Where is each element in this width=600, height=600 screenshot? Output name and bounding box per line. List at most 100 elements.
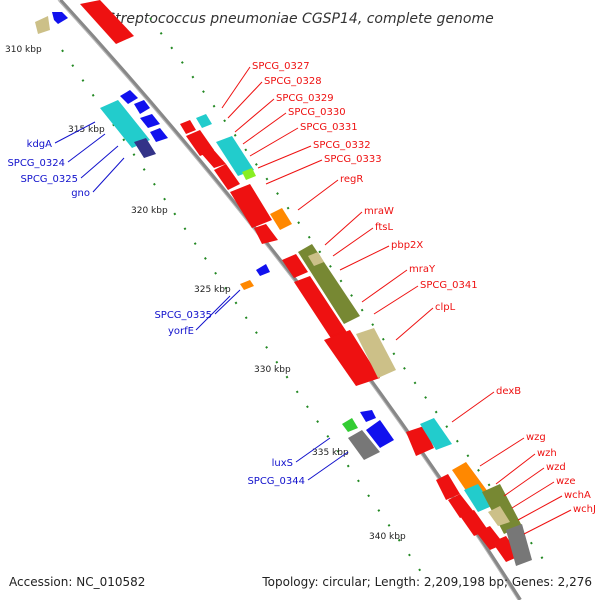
leader-line [54,121,96,144]
backbone-highlight [57,0,519,600]
gene-block-cyan [196,114,212,128]
tick-label: 315 kbp [68,125,105,135]
gene-label-SPCG_0327[interactable]: SPCG_0327 [252,61,310,72]
gene-block-lime [242,168,256,180]
leader-line [227,81,263,119]
leader-line [221,66,251,109]
leader-line [307,451,349,481]
gene-block-khaki [488,506,510,526]
tick-label: 310 kbp [5,45,42,55]
gene-label-gno[interactable]: gno [71,188,90,199]
gene-arrow-forward [254,224,278,244]
gene-label-yorfE[interactable]: yorfE [168,326,194,337]
gene-block-orange [240,280,254,290]
gene-label-ftsL[interactable]: ftsL [375,222,393,233]
gene-label-SPCG_0341[interactable]: SPCG_0341 [420,280,478,291]
gene-label-wze[interactable]: wze [556,476,576,487]
leader-line [361,269,408,303]
right-gene-labels: SPCG_0327 SPCG_0328 SPCG_0329 SPCG_0330 … [252,61,596,515]
gene-arrow-forward [230,184,272,228]
gene-label-SPCG_0328[interactable]: SPCG_0328 [264,76,322,87]
gene-label-wzg[interactable]: wzg [526,432,546,443]
leader-line [195,295,231,331]
gene-label-SPCG_0344[interactable]: SPCG_0344 [247,476,305,487]
gene-block-cyan [100,100,150,148]
gene-label-SPCG_0329[interactable]: SPCG_0329 [276,93,334,104]
gene-label-clpL[interactable]: clpL [435,302,456,313]
gene-arrow-reverse [256,264,270,276]
gene-label-wzd[interactable]: wzd [546,462,566,473]
gene-label-SPCG_0325[interactable]: SPCG_0325 [20,174,78,185]
gene-arrow-forward [80,0,134,44]
leader-line [479,437,525,467]
leader-line [503,467,545,497]
accession-text: Accession: NC_010582 [9,575,145,589]
gene-block-green [342,418,358,432]
leader-line [92,157,125,193]
gene-label-wchJ[interactable]: wchJ [573,504,596,515]
gene-arrow-forward [460,510,488,536]
gene-label-SPCG_0335[interactable]: SPCG_0335 [154,310,212,321]
gene-label-pbp2X[interactable]: pbp2X [391,240,423,251]
gene-arrow-forward [436,474,460,500]
gene-arrow-reverse [150,128,168,142]
leader-line [242,112,287,145]
gene-arrow-forward [186,130,214,156]
gene-label-wzh[interactable]: wzh [537,448,557,459]
gene-arrow-reverse [140,114,160,128]
gene-label-mraY[interactable]: mraY [409,264,436,275]
gene-block-gray [348,430,380,460]
leader-line [249,127,299,157]
tick-label: 340 kbp [369,532,406,542]
gene-arrow-forward [492,536,520,562]
gene-label-SPCG_0324[interactable]: SPCG_0324 [7,158,65,169]
genome-backbone [57,0,522,600]
leader-line [495,453,536,485]
gene-arrow-reverse [360,410,376,422]
gene-block-khaki [356,328,396,378]
forward-strand-genes [80,0,532,566]
backbone-line [58,0,522,600]
leader-line [234,98,275,133]
leader-line [295,437,331,463]
leader-line [451,391,495,423]
leader-line [373,285,419,315]
leader-line [297,179,339,211]
gene-block-orange [270,208,292,230]
leader-line [67,133,106,163]
gene-block-cyan [420,418,452,450]
tick-label: 325 kbp [194,285,231,295]
leader-line [517,495,563,521]
gene-arrow-reverse [366,420,394,448]
left-gene-labels: kdgA SPCG_0324 SPCG_0325 gno SPCG_0335 y… [7,139,305,487]
gene-label-SPCG_0331[interactable]: SPCG_0331 [300,122,358,133]
reverse-strand-genes [35,12,394,460]
leader-line [339,245,390,271]
gene-label-luxS[interactable]: luxS [272,458,293,469]
gene-arrow-forward [214,164,240,190]
gene-label-regR[interactable]: regR [340,174,363,185]
gene-label-kdgA[interactable]: kdgA [27,139,52,150]
gene-label-SPCG_0333[interactable]: SPCG_0333 [324,154,382,165]
gene-arrow-forward [180,120,196,134]
leader-line [324,211,363,246]
gene-arrow-reverse [52,12,68,24]
gene-label-wchA[interactable]: wchA [564,490,591,501]
gene-label-SPCG_0332[interactable]: SPCG_0332 [313,140,371,151]
leader-line [523,509,572,535]
map-title: Streptococcus pneumoniae CGSP14, complet… [106,11,494,27]
gene-label-dexB[interactable]: dexB [496,386,521,397]
leader-line [257,145,312,169]
map-footer: Accession: NC_010582 Topology: circular;… [9,575,592,589]
leader-line [395,307,434,341]
gene-arrow-reverse [120,90,138,104]
leader-line [265,159,323,185]
gene-label-mraW[interactable]: mraW [364,206,394,217]
label-leader-lines [54,66,572,535]
gene-arrow-forward [282,254,308,278]
gene-label-SPCG_0330[interactable]: SPCG_0330 [288,107,346,118]
tick-label: 335 kbp [312,448,349,458]
leader-line [332,227,374,257]
